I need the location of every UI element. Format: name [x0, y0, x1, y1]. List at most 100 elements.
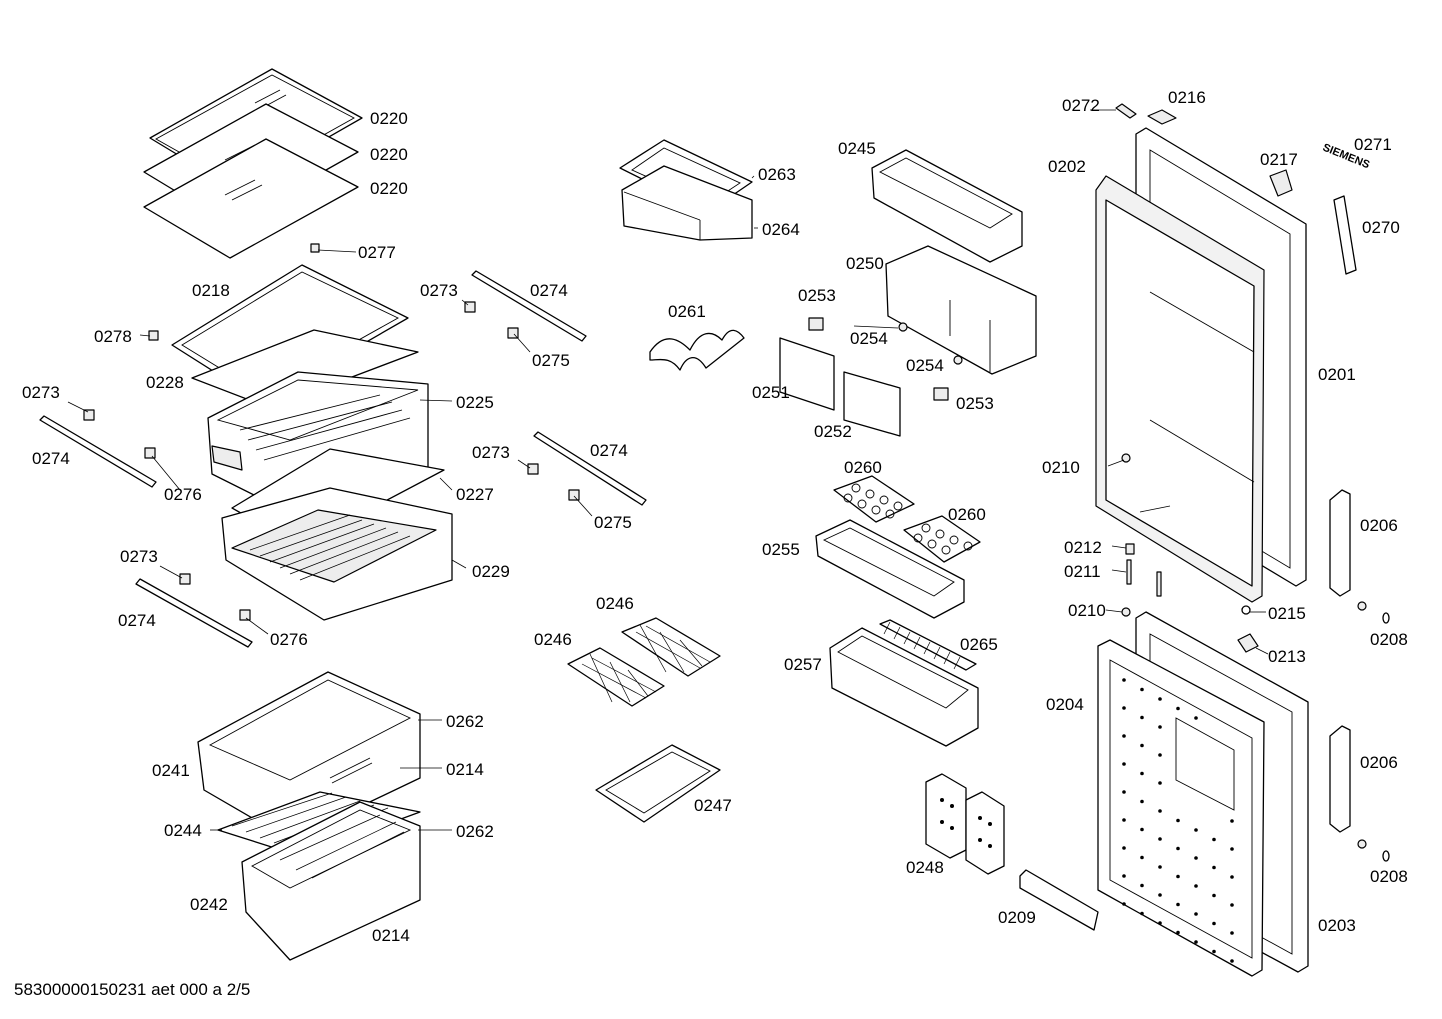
label-0275-upper: 0275 [532, 351, 570, 370]
label-0274-left-upper: 0274 [32, 449, 70, 468]
panel-dot [1158, 921, 1162, 925]
clip-0277 [310, 243, 320, 253]
panel-dot [1140, 799, 1144, 804]
hinge-0253-upper [808, 317, 824, 331]
panel-dot [1230, 819, 1234, 823]
panel-dot [1212, 921, 1216, 926]
label-0276-upper: 0276 [164, 485, 202, 504]
label-0211: 0211 [1064, 562, 1101, 581]
panel-dot [1194, 940, 1198, 944]
cold-pack-0248-a [925, 773, 967, 859]
label-0216: 0216 [1168, 88, 1206, 107]
label-0274-mid-upper: 0274 [530, 281, 568, 300]
label-0263: 0263 [758, 165, 796, 184]
label-0220-middle: 0220 [370, 145, 408, 164]
label-0246-lower: 0246 [534, 630, 572, 649]
panel-dot [1230, 903, 1234, 907]
panel-dot [1122, 734, 1126, 738]
label-0208-lower: 0208 [1370, 867, 1408, 886]
label-0274-mid-lower: 0274 [590, 441, 628, 460]
panel-dot [1140, 771, 1144, 776]
label-0206-lower: 0206 [1360, 753, 1398, 772]
handle-cover-0209 [1019, 869, 1099, 931]
screw-0211-b [1156, 571, 1162, 597]
label-0242: 0242 [190, 895, 228, 914]
door-shelf-0257 [829, 627, 979, 747]
panel-dot [1140, 855, 1144, 860]
panel-dot [1158, 837, 1162, 841]
label-0273-mid-upper: 0273 [420, 281, 458, 300]
panel-dot [1194, 884, 1198, 888]
egg-tray-0261 [649, 329, 745, 371]
label-0215: 0215 [1268, 604, 1306, 623]
panel-dot [1230, 959, 1234, 963]
panel-dot [1122, 762, 1126, 766]
label-0250: 0250 [846, 254, 884, 273]
panel-dot [1122, 818, 1126, 822]
panel-dot [1140, 715, 1144, 720]
panel-dot [1194, 856, 1198, 860]
tray-0247 [595, 744, 721, 823]
rail-0274-left-lower [135, 573, 253, 648]
display-module-0270 [1333, 195, 1357, 275]
label-0206-upper: 0206 [1360, 516, 1398, 535]
panel-dot [1158, 865, 1162, 869]
label-0213: 0213 [1268, 647, 1306, 666]
label-0227: 0227 [456, 485, 494, 504]
label-0225: 0225 [456, 393, 494, 412]
hinge-0253-lower [933, 387, 949, 401]
panel-dot [1140, 743, 1144, 748]
label-0252: 0252 [814, 422, 852, 441]
label-0253-lower: 0253 [956, 394, 994, 413]
label-0229: 0229 [472, 562, 510, 581]
panel-dot [1230, 875, 1234, 879]
label-0218: 0218 [192, 281, 230, 300]
rail-0274-mid-upper [464, 270, 587, 342]
label-0278: 0278 [94, 327, 132, 346]
door-gasket-0202 [1095, 175, 1265, 603]
panel-dot [1176, 846, 1180, 851]
panel-dot [1158, 697, 1162, 701]
label-0204: 0204 [1046, 695, 1084, 714]
panel-dot [1140, 687, 1144, 692]
screw-0211 [1126, 559, 1132, 585]
label-0241: 0241 [152, 761, 190, 780]
panel-dot [1230, 931, 1234, 935]
cover-0252 [843, 371, 901, 437]
bottle-retainer-0265 [879, 619, 977, 671]
panel-dot [1212, 865, 1216, 870]
label-0210-upper: 0210 [1042, 458, 1080, 477]
panel-dot [1158, 725, 1162, 729]
bin-0241 [197, 671, 421, 841]
panel-dot [1230, 847, 1234, 851]
label-0247: 0247 [694, 796, 732, 815]
label-0255: 0255 [762, 540, 800, 559]
pin-0254-b [953, 355, 963, 365]
label-0212: 0212 [1064, 538, 1102, 557]
hinge-cover-0216 [1147, 109, 1177, 125]
label-0262-upper: 0262 [446, 712, 484, 731]
label-0202: 0202 [1048, 157, 1086, 176]
cap-0217 [1269, 169, 1293, 197]
label-0248: 0248 [906, 858, 944, 877]
panel-dot [1194, 828, 1198, 832]
panel-dot [1212, 949, 1216, 954]
ice-tray-0246-right [621, 617, 721, 677]
label-0273-left-upper: 0273 [22, 383, 60, 402]
ice-tray-0246-left [567, 647, 665, 707]
label-0201: 0201 [1318, 365, 1356, 384]
document-reference-footer: 58300000150231 aet 000 a 2/5 [14, 980, 251, 999]
egg-holder-0260-a [833, 475, 915, 523]
label-0209: 0209 [998, 908, 1036, 927]
panel-dot [1176, 874, 1180, 879]
screw-0208-upper [1357, 601, 1390, 624]
door-shelf-0250 [885, 245, 1037, 375]
panel-dot [1122, 846, 1126, 850]
label-0245: 0245 [838, 139, 876, 158]
panel-dot [1140, 883, 1144, 888]
leader-lines [67, 109, 1269, 831]
label-0228: 0228 [146, 373, 184, 392]
clip-0278 [148, 330, 159, 341]
label-0273-left-lower: 0273 [120, 547, 158, 566]
label-0275-lower: 0275 [594, 513, 632, 532]
